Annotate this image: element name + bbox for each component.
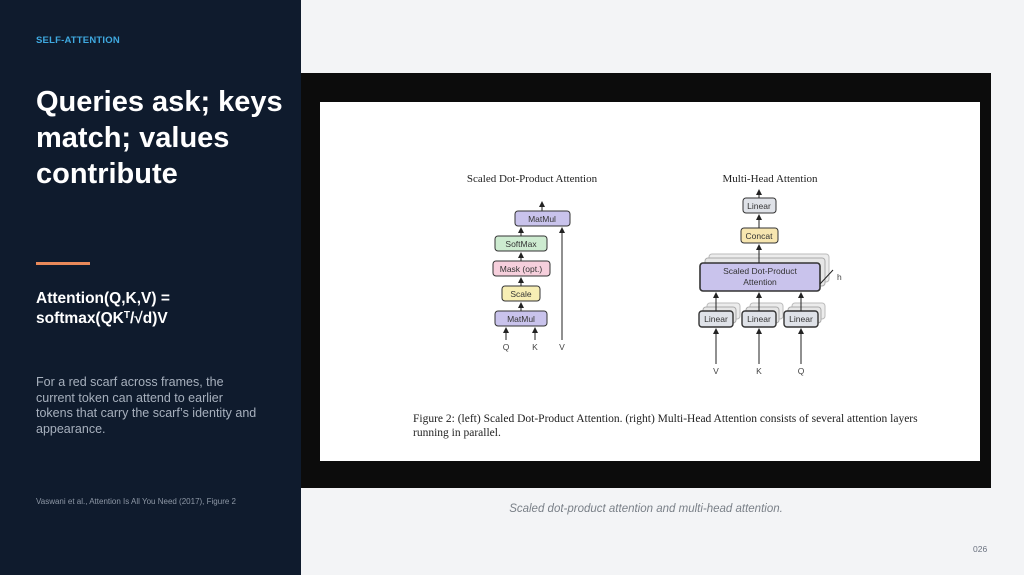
sdpa-label-line2: Attention [743,277,777,287]
figure-image: Scaled Dot-Product Attention MatMul Soft… [320,102,980,461]
right-arrows [713,189,804,364]
linear-v-box: Linear [698,302,741,328]
section-eyebrow: SELF-ATTENTION [36,35,120,46]
matmul-bottom-label: MatMul [507,314,535,324]
figure-frame: Scaled Dot-Product Attention MatMul Soft… [301,73,991,488]
scale-label: Scale [510,289,532,299]
figure-caption: Figure 2: (left) Scaled Dot-Product Atte… [413,413,918,439]
concat-box: Concat [740,227,779,244]
left-diagram-title: Scaled Dot-Product Attention [467,173,598,185]
sidebar-panel: SELF-ATTENTION Queries ask; keys match; … [0,0,301,575]
left-input-q: Q [503,342,510,352]
sdpa-box: Scaled Dot-Product Attention [699,262,821,292]
linear-q-box: Linear [783,302,826,328]
right-diagram-title: Multi-Head Attention [722,173,818,185]
page-number: 026 [973,544,988,554]
linear-top-label: Linear [747,201,771,211]
formula-line-2: softmax(QKT/√d)V [36,309,170,331]
right-input-q: Q [798,366,805,376]
attention-diagram: Scaled Dot-Product Attention MatMul Soft… [467,173,842,376]
linear-v-label: Linear [704,314,728,324]
slide-image-caption: Scaled dot-product attention and multi-h… [509,503,783,515]
matmul-bottom-box: MatMul [494,310,548,327]
linear-k-box: Linear [741,302,784,328]
citation: Vaswani et al., Attention Is All You Nee… [36,497,236,506]
explanation-paragraph: For a red scarf across frames, the curre… [36,375,257,436]
accent-divider [36,262,90,265]
softmax-label: SoftMax [505,239,537,249]
heads-indicator-line [819,269,834,285]
formula-line-2-pre: softmax(QK [36,310,124,327]
matmul-top-box: MatMul [514,210,571,227]
heads-h-label: h [837,272,842,282]
linear-top-box: Linear [742,197,777,214]
softmax-box: SoftMax [494,235,548,252]
left-input-v: V [559,342,565,352]
right-input-v: V [713,366,719,376]
scale-box: Scale [501,285,541,302]
concat-label: Concat [746,231,774,241]
linear-k-label: Linear [747,314,771,324]
formula-line-1: Attention(Q,K,V) = [36,290,170,307]
formula-line-2-post: /√d)V [129,310,168,327]
slide-headline: Queries ask; keys match; values contribu… [36,86,283,190]
left-arrows [503,201,565,340]
left-input-k: K [532,342,538,352]
right-input-k: K [756,366,762,376]
attention-formula: Attention(Q,K,V) = softmax(QKT/√d)V [36,289,170,331]
mask-label: Mask (opt.) [500,264,543,274]
linear-q-label: Linear [789,314,813,324]
mask-box: Mask (opt.) [492,260,551,277]
matmul-top-label: MatMul [528,214,556,224]
formula-superscript: T [123,310,130,321]
sdpa-label-line1: Scaled Dot-Product [723,266,797,276]
